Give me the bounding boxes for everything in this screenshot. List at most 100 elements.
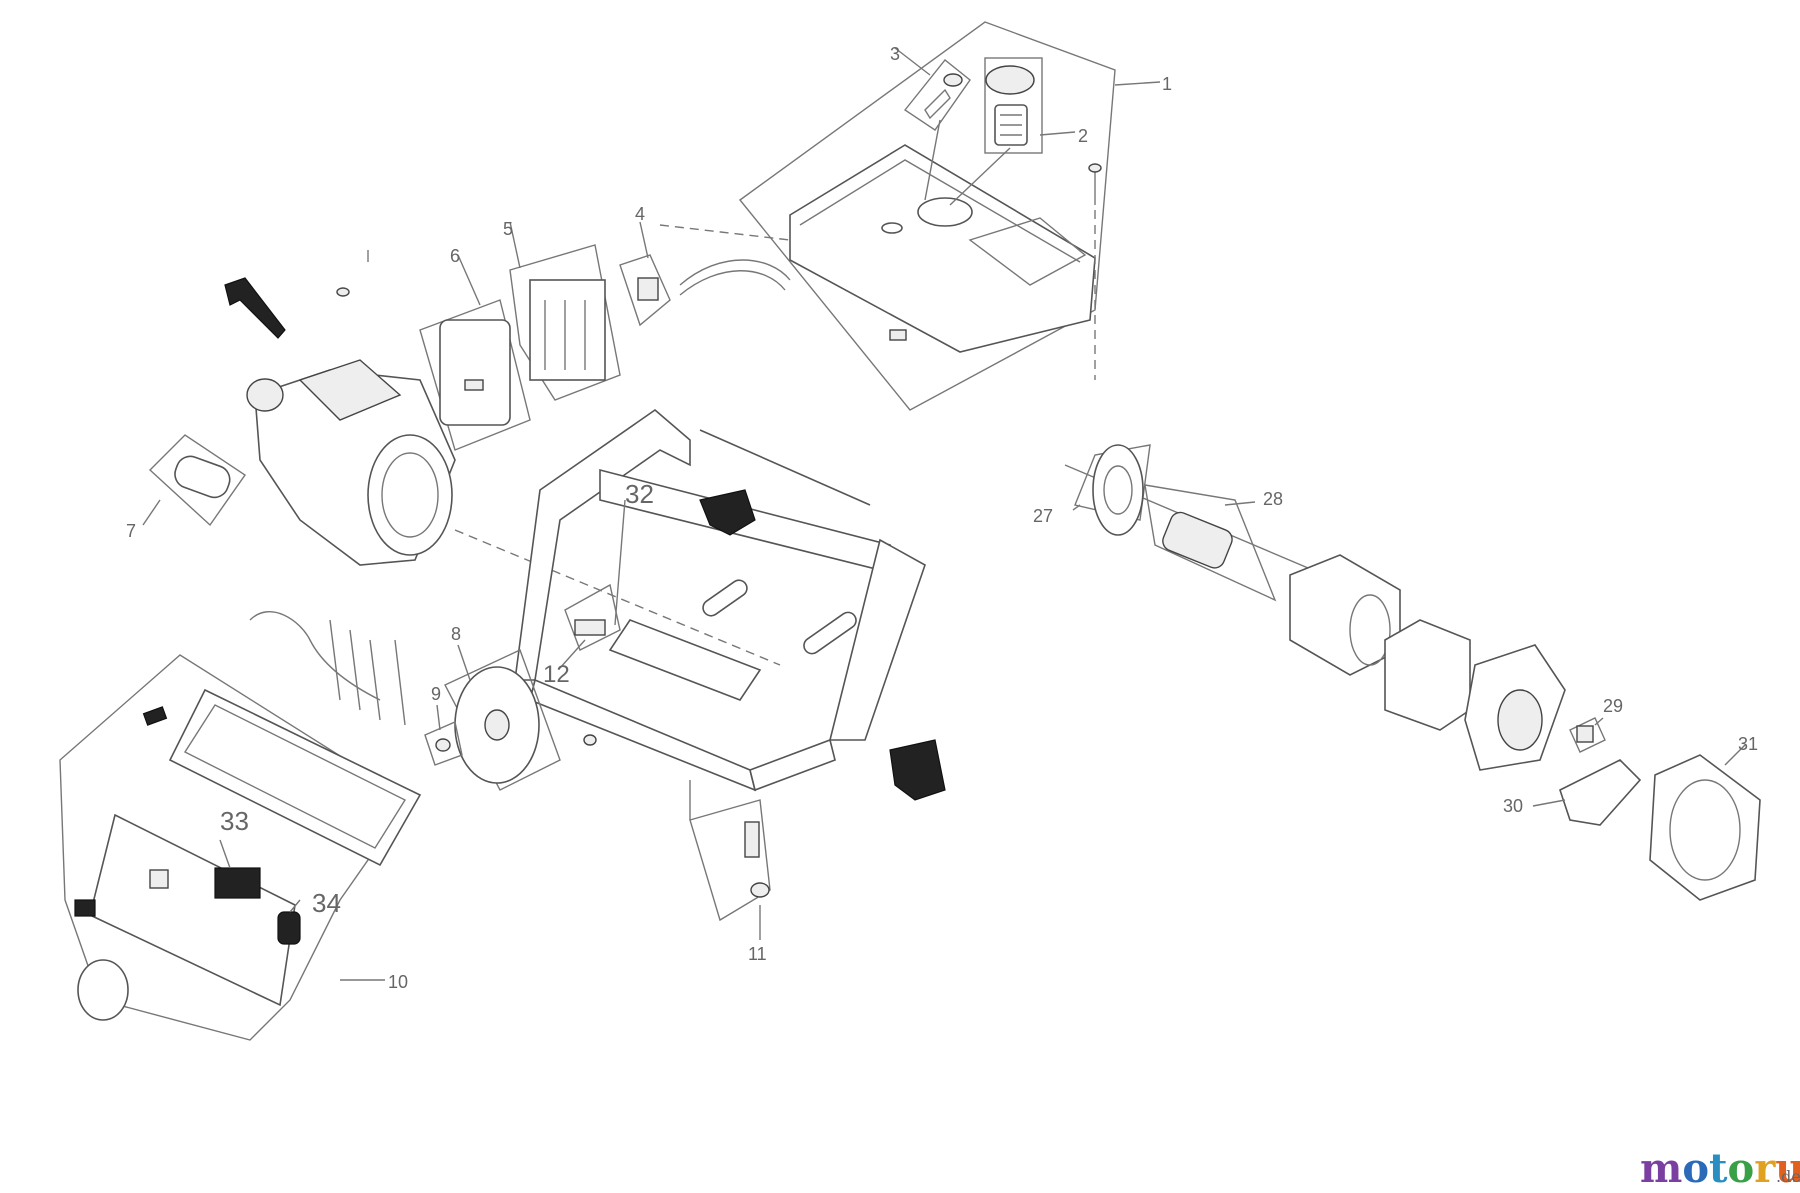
fuel-tank-recess (968, 217, 1087, 286)
part-labels: 1 2 3 4 5 6 7 8 9 10 11 12 27 28 29 30 3… (126, 44, 1758, 992)
stator-bore (1349, 594, 1391, 666)
brush-cover (1559, 759, 1642, 826)
motoruf-watermark: motoruf .de (1640, 1145, 1800, 1192)
frame-bottom-front (749, 738, 836, 792)
leader-27 (1072, 504, 1081, 511)
engine-mount (574, 619, 606, 636)
leader-1 (1114, 81, 1161, 86)
rotor-box (1144, 484, 1277, 602)
frame-nut (583, 734, 597, 746)
watermark-letter: o (1728, 1145, 1755, 1192)
engine-flange-inner (381, 452, 439, 538)
wire-1 (329, 619, 341, 701)
part-label-12: 12 (543, 661, 570, 688)
frame-top-edge (699, 429, 871, 506)
panel-switch (149, 869, 169, 889)
stator-housing (1384, 619, 1471, 731)
air-filter-muffler-group (419, 221, 621, 451)
fuel-valve-group (619, 221, 791, 327)
air-filter-box (509, 244, 621, 401)
cooling-fan-hub (1103, 465, 1133, 515)
part-label-8: 8 (451, 624, 461, 644)
fuel-tank-group (738, 21, 1161, 411)
leader-31 (1724, 744, 1746, 766)
fuel-tank-pad (889, 329, 907, 341)
control-panel-frame-inner (183, 704, 407, 849)
leader-30 (1532, 799, 1566, 807)
foot-box (689, 799, 771, 922)
leader-32 (614, 499, 626, 626)
panel-plug (74, 899, 96, 917)
watermark-letter: m (1640, 1145, 1682, 1192)
part-label-34: 34 (312, 888, 341, 918)
engine-cylinder-head (298, 359, 402, 421)
frame-front-tube (828, 538, 926, 741)
watermark-letter: r (1754, 1145, 1776, 1192)
control-panel-box (59, 654, 411, 1041)
frame-handle-bracket (224, 277, 286, 339)
fuel-gauge-box (903, 59, 971, 131)
part-label-29: 29 (1603, 696, 1623, 716)
avr-box (1569, 717, 1606, 753)
washer-box (424, 721, 463, 766)
fuel-valve (637, 277, 659, 301)
part-label-3: 3 (890, 44, 900, 64)
control-panel-group (59, 611, 422, 1041)
leader-33 (219, 839, 231, 869)
leader-8 (457, 644, 471, 681)
cover-plate-group (424, 644, 561, 791)
part-label-31: 31 (1738, 734, 1758, 754)
fuel-cap (985, 65, 1035, 95)
frame-bottom-rail (529, 678, 757, 792)
part-label-1: 1 (1162, 74, 1172, 94)
watermark-suffix: .de (1776, 1167, 1800, 1186)
leader-3b (924, 119, 941, 201)
leader-2 (1039, 131, 1076, 136)
panel-switch-34 (277, 911, 301, 945)
part-label-2: 2 (1078, 126, 1088, 146)
frame-handle-grip (702, 579, 748, 617)
part-label-5: 5 (503, 219, 513, 239)
fuel-tank-ridge (799, 159, 1081, 263)
mount-box-12 (564, 583, 621, 651)
frame-handle (803, 611, 857, 655)
muffler (439, 319, 511, 426)
starter-motor (174, 455, 231, 499)
leader-6 (457, 254, 481, 306)
engine-alignment-path (454, 529, 781, 666)
watermark-letter: u (1775, 1145, 1800, 1192)
part-label-6: 6 (450, 246, 460, 266)
tank-bolt-head (1088, 163, 1102, 173)
fuel-tank (789, 144, 1096, 353)
frame-bracket-black (699, 489, 756, 536)
fuel-tank-filler-neck (917, 197, 973, 227)
fuel-hose-path (659, 224, 791, 241)
recoil-starter (246, 378, 284, 412)
part-label-28: 28 (1263, 489, 1283, 509)
part-label-7: 7 (126, 521, 136, 541)
watermark-letter: t (1709, 1145, 1728, 1192)
rear-cover (1649, 754, 1761, 901)
panel-breaker-33 (214, 867, 261, 899)
engine-nut (336, 287, 350, 297)
fuel-gauge-port (881, 222, 903, 234)
part-label-11: 11 (748, 944, 767, 964)
leader-2b (949, 147, 1011, 206)
leader-28 (1224, 501, 1256, 506)
foot-bracket (744, 821, 760, 858)
cooling-fan (1092, 444, 1144, 536)
foot-rubber (750, 882, 770, 898)
leader-29 (1594, 717, 1604, 726)
panel-grommet (142, 706, 168, 726)
fuel-gauge (943, 73, 963, 87)
avr (1576, 725, 1594, 743)
rear-cover-grille (1669, 779, 1741, 881)
wire-2 (349, 629, 361, 711)
washer (435, 738, 451, 752)
frame-bracket-black-lower (889, 739, 946, 801)
fuel-cap-box (984, 57, 1043, 154)
leader-4 (639, 221, 649, 259)
watermark-letter: o (1682, 1145, 1709, 1192)
